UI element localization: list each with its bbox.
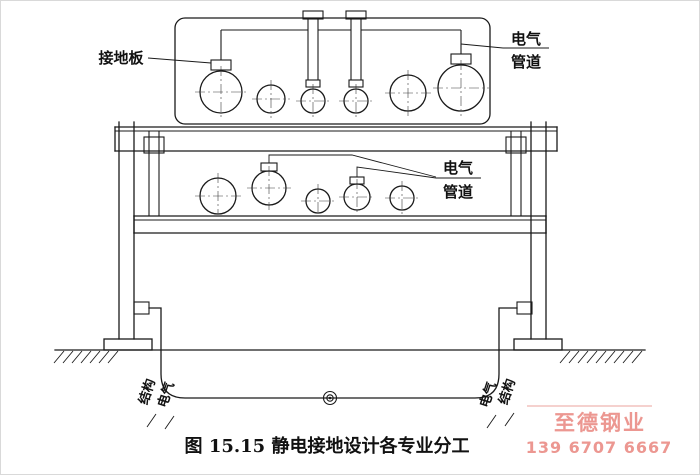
grounding-lug <box>516 301 533 315</box>
grounding-lug <box>133 301 150 315</box>
bolt-plate <box>505 136 527 154</box>
label-structure-left: 结构 <box>136 377 159 407</box>
grounding-plate-callout: 接地板 <box>98 49 212 67</box>
base-plate <box>103 338 153 351</box>
leader-line <box>147 57 212 64</box>
conduit-routing-top <box>220 19 462 80</box>
ground-clamp-inner <box>326 394 334 402</box>
support-columns <box>103 121 563 351</box>
bolt-plate <box>143 136 165 154</box>
ground-clamp-dot <box>328 396 332 400</box>
roof-tab <box>345 10 367 20</box>
specialty-labels: 结构 电气 电气 结构 <box>136 377 519 410</box>
label-conduit-top: 管道 <box>511 53 541 71</box>
upper-beam <box>114 126 558 152</box>
grounding-plate-boss <box>305 79 321 88</box>
division-ticks <box>146 412 515 430</box>
label-conduit-mid: 管道 <box>443 183 473 201</box>
ground-hatching-right <box>559 350 643 364</box>
grounding-plates-row2 <box>260 162 365 185</box>
label-electrical-right: 电气 <box>477 380 500 410</box>
electrical-conduit-callout-top: 电气 管道 <box>460 30 549 71</box>
ground-line <box>53 349 646 364</box>
buried-grounding-loop <box>133 301 533 430</box>
top-equipment-unit <box>174 10 491 125</box>
ground-clamp <box>322 390 338 406</box>
label-electrical-top: 电气 <box>511 30 541 48</box>
label-structure-right: 结构 <box>496 377 519 407</box>
ground-hatching-left <box>53 350 119 364</box>
watermark-company: 至德钢业 <box>554 411 646 435</box>
leader-line <box>460 43 504 49</box>
lower-beam <box>133 215 547 234</box>
roof-tab <box>302 10 324 20</box>
grounding-conductor <box>148 307 518 399</box>
grounding-plates-row1 <box>210 53 472 88</box>
label-electrical-mid: 电气 <box>443 159 473 177</box>
grounding-plate-boss <box>348 79 364 88</box>
leader-line <box>268 154 437 178</box>
pipe-circles-row1 <box>195 60 489 118</box>
figure-caption: 图 15.15 静电接地设计各专业分工 <box>185 435 470 457</box>
watermark: 至德钢业 139 6707 6667 <box>526 405 673 457</box>
electrical-conduit-callout-mid: 电气 管道 <box>268 154 481 201</box>
leader-line <box>356 166 437 179</box>
label-electrical-left: 电气 <box>155 380 178 410</box>
base-plate <box>513 338 563 351</box>
equipment-frame <box>174 17 491 125</box>
label-grounding-plate: 接地板 <box>98 49 144 67</box>
watermark-phone: 139 6707 6667 <box>526 438 673 457</box>
hanger-supports <box>143 131 527 216</box>
pipe-circles-row2 <box>195 166 419 215</box>
